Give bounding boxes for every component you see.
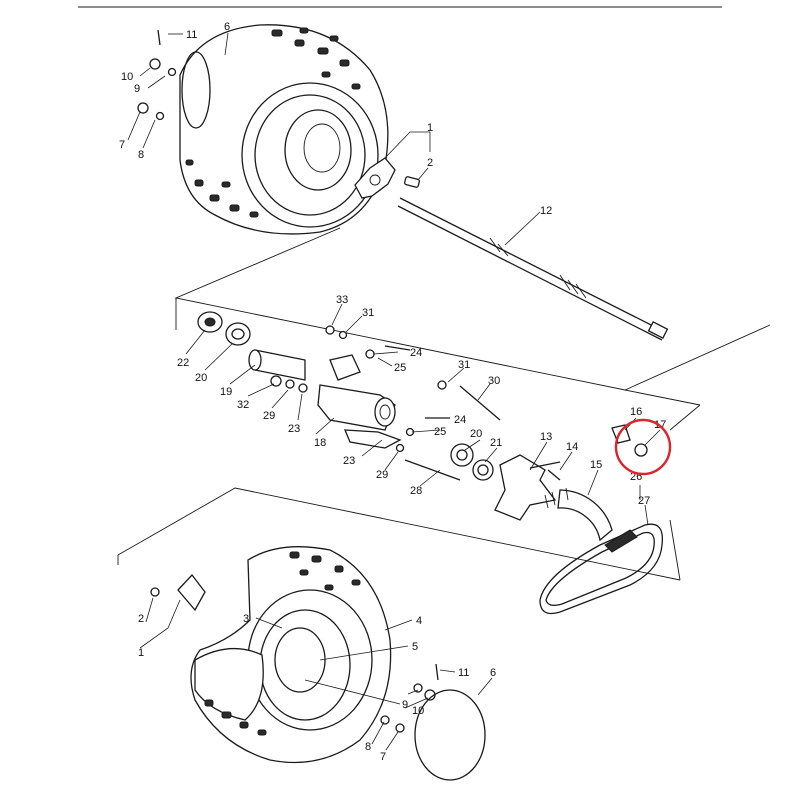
callout: 3 (243, 613, 249, 625)
drive-chain (539, 523, 664, 615)
callout: 20 (470, 428, 482, 440)
callout: 21 (490, 437, 502, 449)
callout: 19 (220, 386, 232, 398)
top-nut-10 (149, 58, 161, 70)
top-rim-inner (254, 94, 366, 216)
callout: 22 (177, 357, 189, 369)
callout: 6 (224, 21, 230, 33)
callout: 31 (362, 307, 374, 319)
callout: 1 (427, 122, 433, 134)
callout: 8 (365, 741, 371, 753)
callout: 24 (454, 414, 466, 426)
callout: 28 (410, 485, 422, 497)
callout: 30 (488, 375, 500, 387)
callout: 15 (590, 459, 602, 471)
callout: 14 (566, 441, 578, 453)
top-washer-9 (167, 67, 177, 77)
callout: 12 (540, 205, 552, 217)
callout: 9 (402, 699, 408, 711)
callout: 18 (314, 437, 326, 449)
axle-shaft (397, 197, 669, 341)
top-frame-lines (174, 227, 771, 391)
highlight-circle-part-17 (614, 418, 672, 476)
callout: 11 (458, 667, 469, 679)
callout: 1 (138, 647, 144, 659)
top-tire (179, 24, 389, 235)
bottom-rim-band (414, 689, 486, 781)
bottom-wheel-assembly (150, 546, 486, 781)
top-rim-hub (284, 109, 352, 191)
callout: 5 (412, 641, 418, 653)
callout: 16 (630, 406, 642, 418)
callout: 31 (458, 359, 470, 371)
callout: 25 (394, 362, 406, 374)
callout: 13 (540, 431, 552, 443)
top-rim-band (181, 51, 211, 129)
callout: 33 (336, 294, 348, 306)
callout: 7 (380, 751, 386, 763)
callout: 2 (427, 157, 433, 169)
callout: 11 (186, 29, 197, 41)
callout: 9 (134, 83, 140, 95)
callout: 24 (410, 347, 422, 359)
callout: 23 (343, 455, 355, 467)
callout: 7 (119, 139, 125, 151)
callout: 10 (121, 71, 133, 83)
callout: 23 (288, 423, 300, 435)
top-hub-flange (354, 157, 420, 199)
top-wheel-assembly (137, 24, 389, 235)
rear-sprocket (544, 487, 613, 542)
callout: 4 (416, 615, 422, 627)
callout: 25 (434, 426, 446, 438)
callout: 10 (412, 705, 424, 717)
axle-housing-assembly (197, 311, 561, 521)
callout: 20 (195, 372, 207, 384)
nut-17 (634, 443, 648, 457)
top-rim-outer (241, 82, 379, 228)
callout: 27 (638, 495, 650, 507)
callout: 6 (490, 667, 496, 679)
callout: 29 (263, 410, 275, 422)
callout-numbers: 11 6 10 9 7 8 1 2 12 33 31 24 25 31 30 2… (119, 21, 666, 763)
callout: 29 (376, 469, 388, 481)
callout: 2 (138, 613, 144, 625)
callout: 8 (138, 149, 144, 161)
leader-lines (127, 32, 661, 751)
callout: 32 (237, 399, 249, 411)
